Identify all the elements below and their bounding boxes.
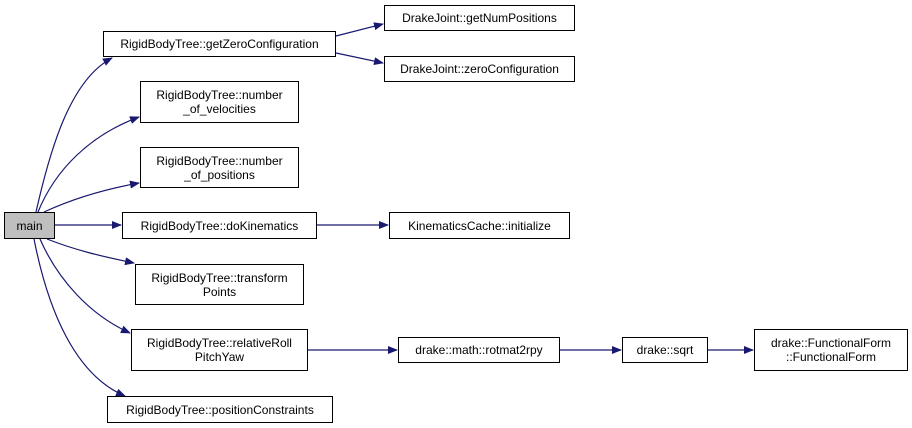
- edge-getzeroconfiguration-to-getnumpositions: [335, 22, 384, 37]
- edge-main-to-number-of-velocities: [37, 116, 140, 213]
- node-label-line: RigidBodyTree::getZeroConfiguration: [120, 37, 319, 51]
- node-rigidbodytree-getzeroconfiguration[interactable]: RigidBodyTree::getZeroConfiguration: [103, 31, 336, 57]
- node-rigidbodytree-dokinematics[interactable]: RigidBodyTree::doKinematics: [122, 212, 317, 239]
- node-main[interactable]: main: [4, 212, 55, 239]
- node-label-line: RigidBodyTree::number: [156, 153, 283, 168]
- node-label-line: _of_velocities: [183, 102, 256, 116]
- node-label-line: DrakeJoint::zeroConfiguration: [400, 62, 559, 76]
- node-drake-functionalform-functionalform[interactable]: drake::FunctionalForm::FunctionalForm: [754, 329, 908, 371]
- edge-main-to-relativerollpitchyaw: [39, 238, 131, 334]
- node-rigidbodytree-positionconstraints[interactable]: RigidBodyTree::positionConstraints: [107, 396, 333, 423]
- node-drakejoint-zeroconfiguration[interactable]: DrakeJoint::zeroConfiguration: [384, 56, 575, 82]
- edge-main-to-number-of-positions: [43, 180, 140, 213]
- node-label-line: KinematicsCache::initialize: [408, 218, 551, 233]
- edge-main-to-transformpoints: [46, 238, 135, 266]
- node-label-line: ::FunctionalForm: [785, 350, 877, 364]
- node-rigidbodytree-number-of-positions[interactable]: RigidBodyTree::number_of_positions: [140, 147, 299, 188]
- node-rigidbodytree-number-of-velocities[interactable]: RigidBodyTree::number_of_velocities: [140, 81, 299, 123]
- node-label-line: main: [16, 218, 43, 233]
- node-label-line: drake::math::rotmat2rpy: [415, 343, 543, 357]
- node-drake-math-rotmat2rpy[interactable]: drake::math::rotmat2rpy: [398, 337, 560, 363]
- node-label-line: RigidBodyTree::transform: [151, 270, 288, 285]
- node-drakejoint-getnumpositions[interactable]: DrakeJoint::getNumPositions: [384, 5, 575, 31]
- node-drake-sqrt[interactable]: drake::sqrt: [622, 337, 708, 363]
- node-label-line: _of_positions: [184, 167, 255, 182]
- node-label-line: RigidBodyTree::relativeRoll: [147, 336, 292, 350]
- node-label-line: drake::FunctionalForm: [770, 336, 892, 350]
- node-label-line: DrakeJoint::getNumPositions: [402, 11, 557, 25]
- node-label-line: PitchYaw: [194, 350, 245, 364]
- node-kinematicscache-initialize[interactable]: KinematicsCache::initialize: [389, 212, 570, 239]
- edge-main-to-positionconstraints: [33, 238, 126, 397]
- node-label-line: Points: [202, 284, 237, 299]
- edge-main-to-getzeroconfiguration: [35, 57, 113, 213]
- node-label-line: RigidBodyTree::number: [156, 88, 283, 102]
- edge-getzeroconfiguration-to-zeroconfiguration: [335, 52, 384, 66]
- node-label-line: drake::sqrt: [636, 343, 694, 357]
- node-label-line: RigidBodyTree::positionConstraints: [126, 402, 314, 417]
- node-label-line: RigidBodyTree::doKinematics: [140, 218, 299, 233]
